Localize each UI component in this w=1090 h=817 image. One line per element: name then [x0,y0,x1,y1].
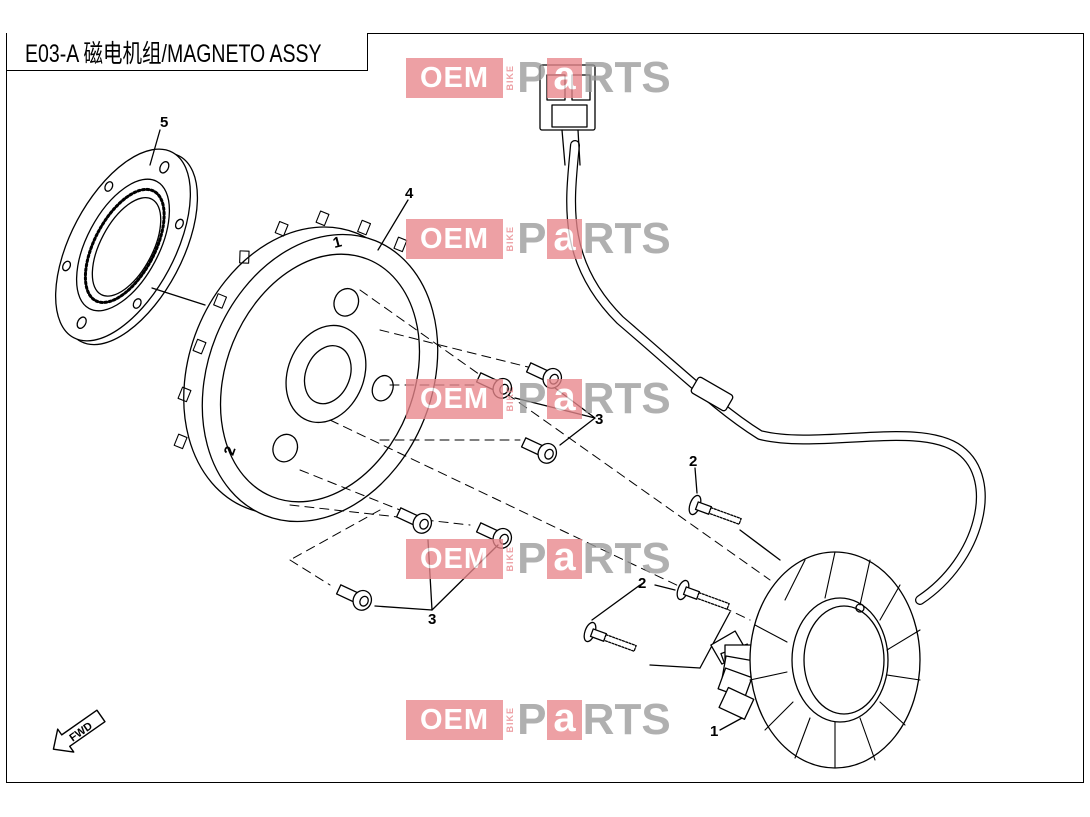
callout-3-lower: 3 [428,611,436,628]
watermark-a: a [547,698,582,740]
page-title: E03-A 磁电机组/MAGNETO ASSY [25,39,322,68]
watermark-rts: RTS [582,53,671,102]
watermark-rts: RTS [582,374,671,423]
callout-4: 4 [405,185,414,202]
one-way-clutch-part [54,148,199,346]
watermark-rts: RTS [582,695,671,744]
flange-bolts [583,494,742,652]
watermark-a: a [547,56,582,98]
watermark-oem: OEM [406,58,504,98]
watermark-bike: BIKE [505,226,516,252]
watermark-p: P [517,374,547,423]
callout-1: 1 [710,723,718,740]
watermark-bike: BIKE [505,65,516,91]
title-box: E03-A 磁电机组/MAGNETO ASSY [6,33,368,71]
callout-2-top: 2 [689,453,697,470]
watermark-rts: RTS [582,534,671,583]
watermark-oem: OEM [406,219,504,259]
watermark-oem: OEM [406,700,504,740]
watermark-bike: BIKE [505,386,516,412]
drawing-frame [6,33,1084,783]
watermark-p: P [517,214,547,263]
watermark-p: P [517,534,547,583]
watermark-a: a [547,377,582,419]
watermark-rts: RTS [582,214,671,263]
watermark-a: a [547,217,582,259]
watermark-a: a [547,537,582,579]
watermark-p: P [517,53,547,102]
fwd-arrow-icon: FWD [52,709,106,753]
watermark-bike: BIKE [505,707,516,733]
watermark-oem: OEM [406,539,504,579]
flywheel-part [173,210,439,523]
callout-2-mid: 2 [638,575,646,592]
callout-3-upper: 3 [595,411,603,428]
watermark-bike: BIKE [505,546,516,572]
callout-5: 5 [160,114,168,131]
watermark-oem: OEM [406,379,504,419]
watermark-p: P [517,695,547,744]
